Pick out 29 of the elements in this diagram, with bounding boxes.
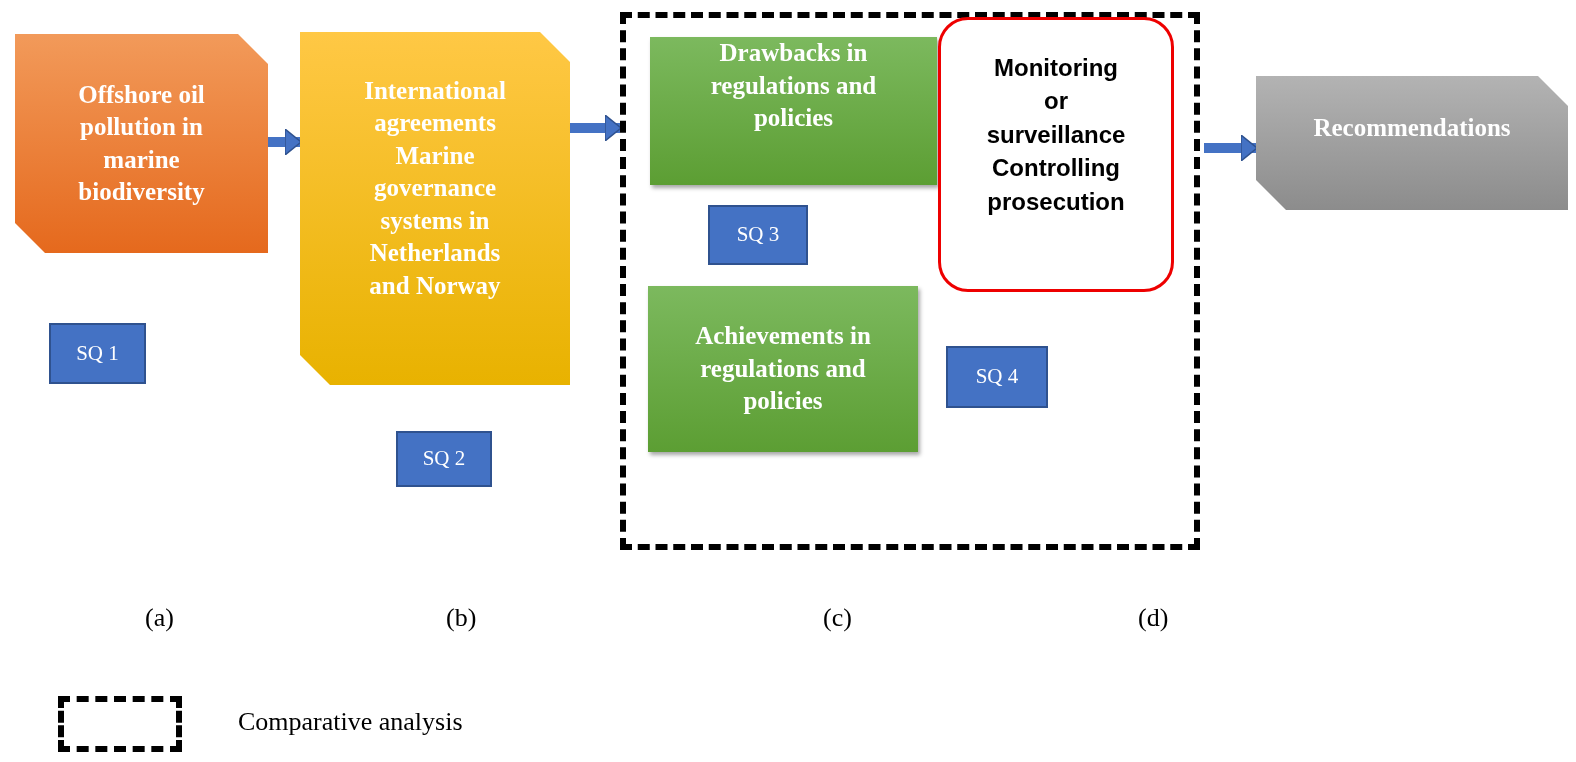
arrow: [268, 128, 302, 156]
legend-label: Comparative analysis: [238, 707, 463, 737]
arrow: [1204, 134, 1258, 162]
question-tag: [49, 323, 146, 384]
dashed-group-box: [620, 12, 1200, 550]
panel-label: (b): [446, 603, 477, 633]
question-label: SQ 1: [76, 339, 119, 367]
box-text: Achievements in regulations and policies: [694, 321, 872, 417]
panel-label: (a): [145, 603, 174, 633]
question-label: SQ 3: [736, 221, 780, 249]
panel-label: (d): [1138, 603, 1169, 633]
question-label: SQ 4: [975, 363, 1019, 391]
process-box: [1256, 76, 1568, 210]
box-text: International agreements Marine governance systems in Netherlands and Norway: [363, 75, 507, 301]
process-box: [650, 37, 937, 185]
question-tag: [708, 205, 808, 265]
question-tag: [396, 431, 492, 487]
box-text: Monitoring or surveillance Controlling prosecution: [985, 52, 1127, 217]
process-box: [648, 286, 918, 452]
box-text: Drawbacks in regulations and policies: [709, 38, 878, 134]
rounded-box: [938, 17, 1174, 292]
process-box: [15, 34, 268, 253]
question-tag: [946, 346, 1048, 408]
box-text: Recommendations: [1313, 112, 1511, 143]
panel-label: (c): [823, 603, 852, 633]
question-label: SQ 2: [422, 445, 466, 473]
process-box: [300, 32, 570, 385]
box-text: Offshore oil pollution in marine biodiversity: [77, 79, 206, 207]
arrow: [570, 114, 622, 142]
